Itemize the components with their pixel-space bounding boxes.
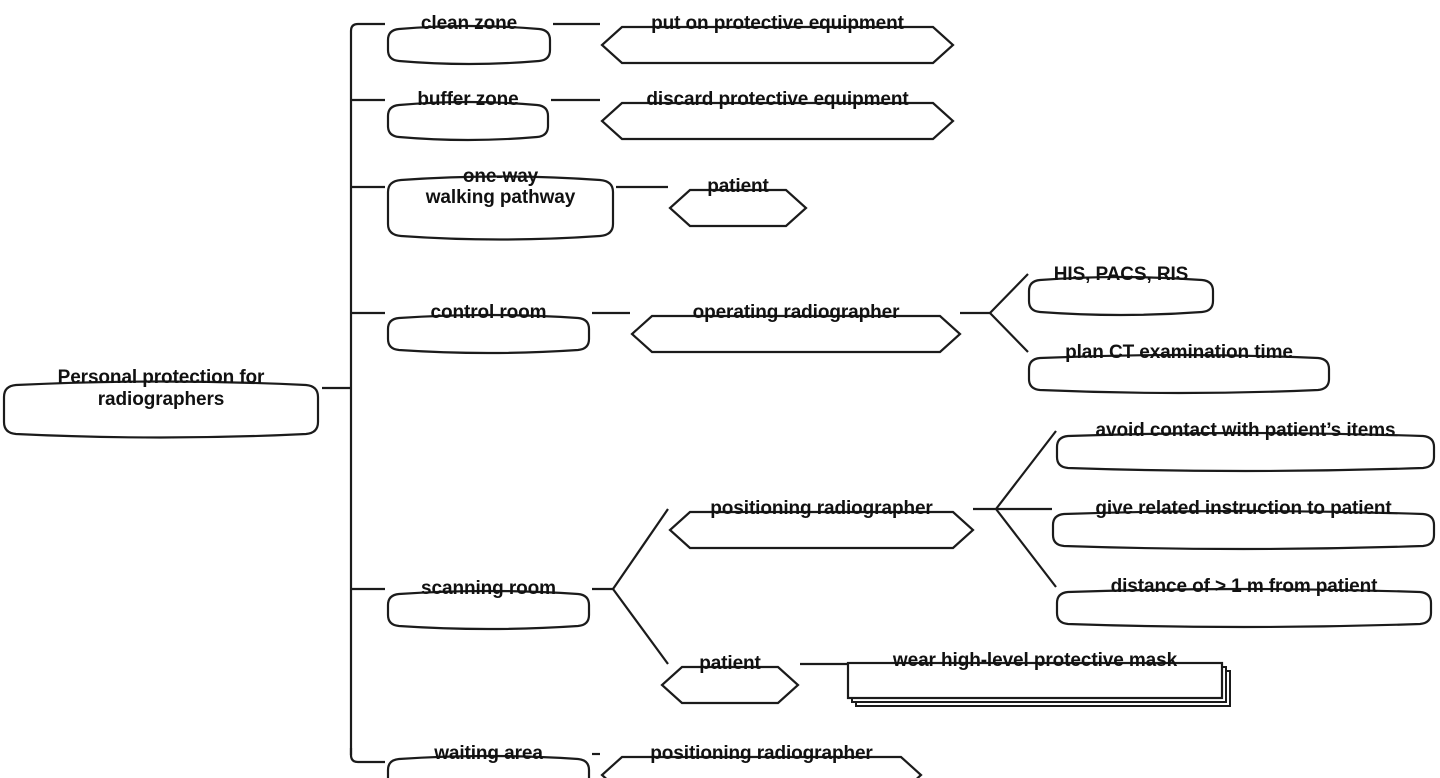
node-distance-from-patient[interactable]: distance of > 1 m from patient	[1054, 568, 1434, 629]
node-put-on-protective-equipment-label: put on protective equipment	[651, 13, 904, 35]
node-positioning-radiographer-scanning-label: positioning radiographer	[710, 498, 933, 520]
wire-positioning-distance	[995, 508, 1057, 588]
wire-operating-plan-ct	[989, 312, 1029, 353]
node-buffer-zone-label: buffer zone	[417, 89, 519, 111]
node-control-room-label: control room	[430, 302, 547, 324]
node-his-pacs-ris[interactable]: HIS, PACS, RIS	[1026, 256, 1216, 317]
wire-trunk-waiting-area	[349, 748, 385, 764]
one-way-patient-shape	[668, 167, 808, 228]
scanning-patient-shape	[660, 644, 800, 705]
put-on-protective-equipment-shape	[600, 4, 955, 65]
distance-from-patient-shape	[1054, 568, 1434, 629]
node-positioning-radiographer-scanning[interactable]: positioning radiographer	[668, 489, 975, 550]
node-plan-ct-examination-time-label: plan CT examination time	[1065, 342, 1293, 364]
node-positioning-radiographer-waiting[interactable]: positioning radiographer	[600, 734, 923, 778]
node-scanning-patient[interactable]: patient	[660, 644, 800, 705]
wire-trunk-clean-zone	[349, 22, 385, 32]
node-his-pacs-ris-label: HIS, PACS, RIS	[1053, 264, 1189, 286]
root-shape	[0, 360, 322, 439]
scanning-room-shape	[385, 570, 592, 631]
node-positioning-radiographer-waiting-label: positioning radiographer	[650, 743, 873, 765]
control-room-shape	[385, 294, 592, 355]
node-root-label: Personal protection for radiographers	[57, 367, 265, 410]
node-one-way-patient-label: patient	[707, 176, 769, 198]
one-way-walking-pathway-shape	[385, 155, 616, 241]
node-plan-ct-examination-time[interactable]: plan CT examination time	[1026, 334, 1332, 395]
node-give-related-instruction[interactable]: give related instruction to patient	[1050, 490, 1437, 551]
node-discard-protective-equipment-label: discard protective equipment	[646, 89, 909, 111]
positioning-radiographer-scanning-shape	[668, 489, 975, 550]
waiting-area-shape	[385, 735, 592, 778]
clean-zone-shape	[385, 5, 553, 66]
node-clean-zone-label: clean zone	[420, 13, 518, 35]
node-clean-zone[interactable]: clean zone	[385, 5, 553, 66]
node-distance-from-patient-label: distance of > 1 m from patient	[1110, 576, 1378, 598]
node-one-way-walking-pathway[interactable]: one-way walking pathway	[385, 155, 616, 241]
node-avoid-contact[interactable]: avoid contact with patient’s items	[1054, 412, 1437, 473]
node-scanning-room-label: scanning room	[421, 578, 556, 600]
plan-ct-examination-time-shape	[1026, 334, 1332, 395]
wear-high-level-protective-mask-shape	[846, 640, 1232, 708]
his-pacs-ris-shape	[1026, 256, 1216, 317]
node-root[interactable]: Personal protection for radiographers	[0, 360, 322, 439]
avoid-contact-shape	[1054, 412, 1437, 473]
node-scanning-patient-label: patient	[699, 653, 761, 675]
node-one-way-patient[interactable]: patient	[668, 167, 808, 228]
node-buffer-zone[interactable]: buffer zone	[385, 81, 551, 142]
node-discard-protective-equipment[interactable]: discard protective equipment	[600, 80, 955, 141]
node-wear-high-level-protective-mask[interactable]: wear high-level protective mask	[846, 640, 1232, 708]
wire-operating-his	[989, 273, 1029, 314]
node-avoid-contact-label: avoid contact with patient’s items	[1095, 420, 1396, 442]
node-operating-radiographer[interactable]: operating radiographer	[630, 293, 962, 354]
node-scanning-room[interactable]: scanning room	[385, 570, 592, 631]
buffer-zone-shape	[385, 81, 551, 142]
node-give-related-instruction-label: give related instruction to patient	[1095, 498, 1392, 520]
node-wear-high-level-protective-mask-label: wear high-level protective mask	[892, 650, 1178, 672]
discard-protective-equipment-shape	[600, 80, 955, 141]
operating-radiographer-shape	[630, 293, 962, 354]
node-operating-radiographer-label: operating radiographer	[692, 302, 900, 324]
node-put-on-protective-equipment[interactable]: put on protective equipment	[600, 4, 955, 65]
node-one-way-walking-pathway-label: one-way walking pathway	[425, 165, 576, 208]
node-waiting-area[interactable]: waiting area	[385, 735, 592, 778]
node-waiting-area-label: waiting area	[434, 743, 543, 765]
wire-positioning-avoid	[995, 430, 1057, 510]
node-control-room[interactable]: control room	[385, 294, 592, 355]
positioning-radiographer-waiting-shape	[600, 734, 923, 778]
wire-scanning-positioning	[612, 508, 669, 590]
